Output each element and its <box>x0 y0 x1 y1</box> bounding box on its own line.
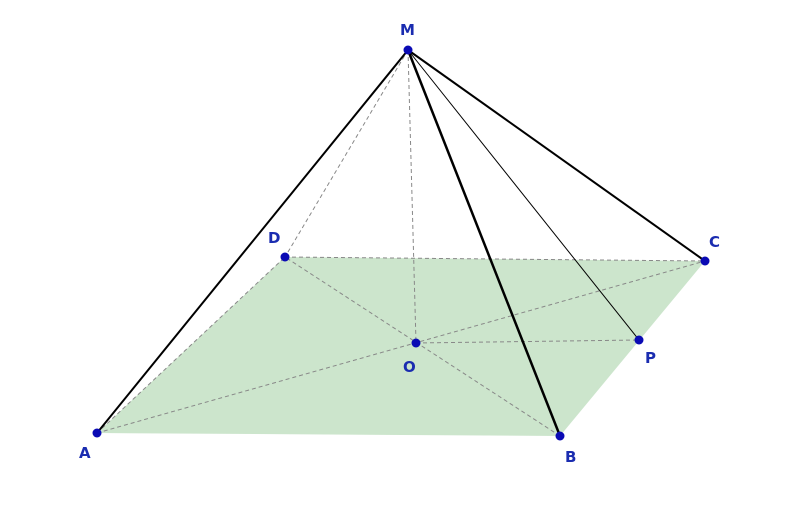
labels: M A B C D O P <box>79 21 720 466</box>
point-c <box>700 256 710 266</box>
edge-mb <box>406 49 562 437</box>
points <box>92 45 710 441</box>
edge-dc <box>284 256 706 262</box>
point-a <box>92 428 102 438</box>
point-d <box>280 252 290 262</box>
edge-ad <box>96 256 286 434</box>
point-m <box>403 45 413 55</box>
segment-mp <box>407 49 640 341</box>
label-c: C <box>709 233 720 251</box>
label-m: M <box>400 21 415 39</box>
point-p <box>634 335 644 345</box>
edge-mc <box>407 49 706 262</box>
label-p: P <box>645 349 656 367</box>
visible-edges <box>96 49 706 437</box>
label-b: B <box>565 448 576 466</box>
diagonal-bd <box>284 256 561 437</box>
diagonal-ac <box>96 260 706 434</box>
label-o: O <box>403 358 416 376</box>
label-d: D <box>268 229 280 247</box>
edge-md <box>284 49 409 258</box>
point-o <box>411 338 421 348</box>
edge-ma <box>96 49 409 434</box>
segment-op <box>415 339 640 344</box>
label-a: A <box>79 444 91 462</box>
point-b <box>555 431 565 441</box>
hidden-edges <box>96 49 706 437</box>
